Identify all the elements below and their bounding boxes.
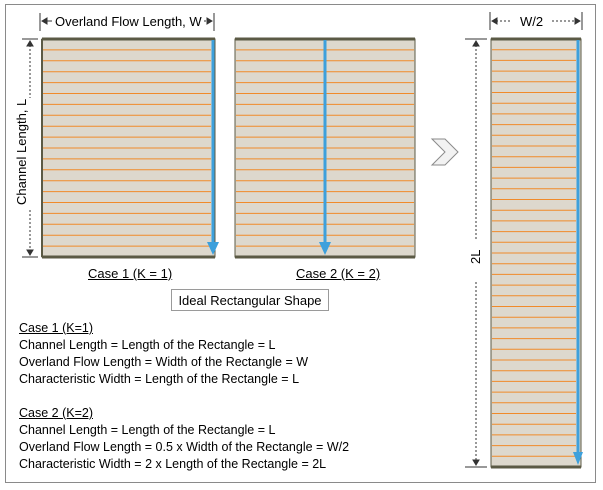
case2-rectangle xyxy=(234,37,416,259)
double-length-dimension xyxy=(465,38,487,468)
case1-channel-arrow-icon xyxy=(207,242,219,255)
double-length-label: 2L xyxy=(468,249,483,264)
case1-rectangle xyxy=(41,37,219,259)
case1-note-line: Overland Flow Length = Width of the Rect… xyxy=(19,355,309,369)
half-width-label: W/2 xyxy=(518,14,546,29)
figure-frame xyxy=(5,4,596,483)
case-notes: Case 1 (K=1) Channel Length = Length of … xyxy=(19,320,349,473)
ideal-shape-box: Ideal Rectangular Shape xyxy=(171,289,329,311)
case2-heading: Case 2 (K=2) xyxy=(19,406,93,420)
case2-note-line: Characteristic Width = 2 x Length of the… xyxy=(19,457,327,471)
chevron-right-icon xyxy=(430,138,459,166)
case1-heading: Case 1 (K=1) xyxy=(19,321,93,335)
case1-flow-lines xyxy=(43,49,211,247)
case2-note-line: Channel Length = Length of the Rectangle… xyxy=(19,423,276,437)
case1-note-line: Channel Length = Length of the Rectangle… xyxy=(19,338,276,352)
half-width-dimension xyxy=(489,12,583,30)
case2-channel-arrow-icon xyxy=(319,242,331,255)
ideal-shape-label: Ideal Rectangular Shape xyxy=(178,292,322,308)
case2-caption: Case 2 (K = 2) xyxy=(296,266,381,281)
case1-caption: Case 1 (K = 1) xyxy=(88,266,173,281)
notes-spacer xyxy=(19,388,349,405)
length-dimension xyxy=(22,38,38,258)
elongated-flow-lines xyxy=(492,49,576,457)
elongated-rectangle xyxy=(490,37,583,469)
overland-flow-length-label: Overland Flow Length, W xyxy=(53,14,204,29)
elongated-channel-arrow-icon xyxy=(573,452,583,465)
case2-note-line: Overland Flow Length = 0.5 x Width of th… xyxy=(19,440,350,454)
case1-note-line: Characteristic Width = Length of the Rec… xyxy=(19,372,300,386)
channel-length-label: Channel Length, L xyxy=(14,98,29,205)
